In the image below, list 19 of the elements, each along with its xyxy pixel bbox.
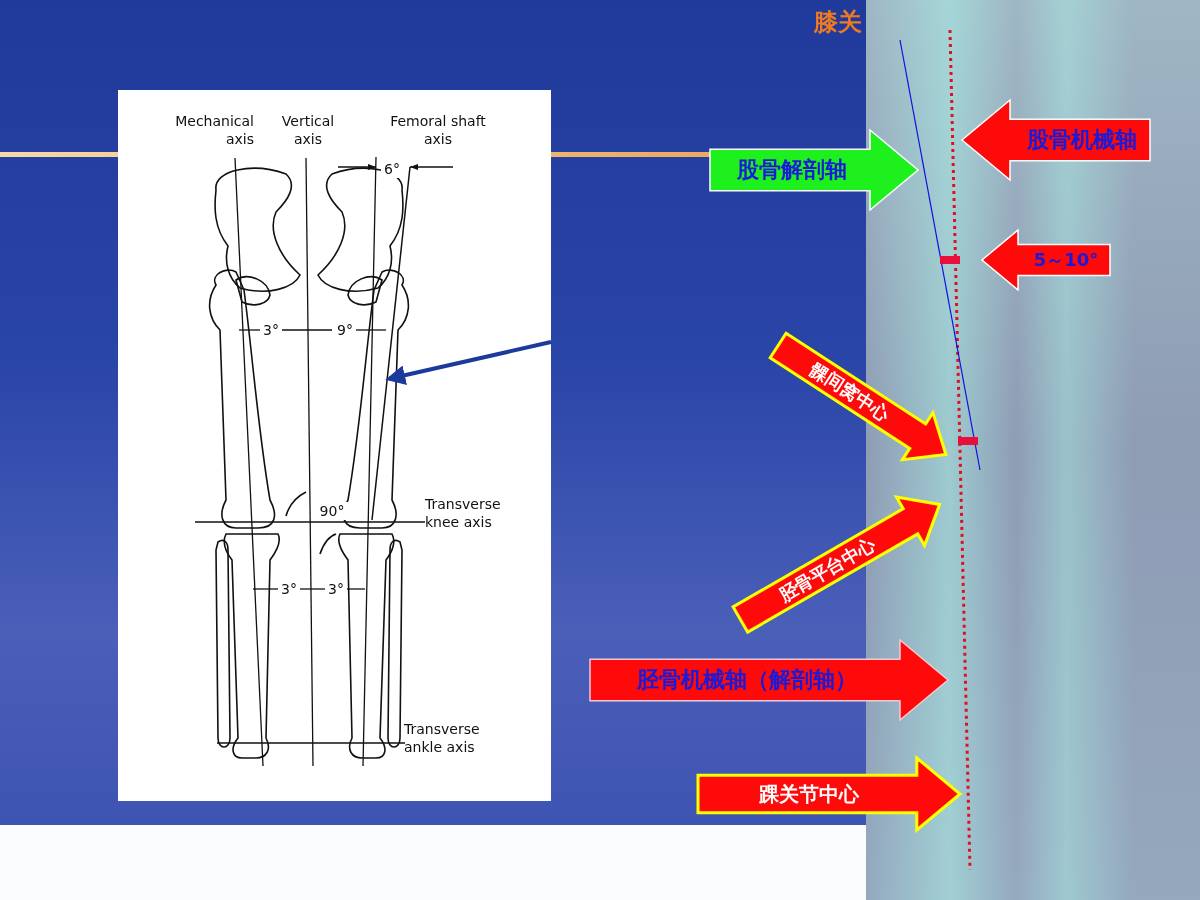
arrow-label: 踝关节中心 bbox=[758, 782, 861, 806]
axis-label: Mechanical axis bbox=[174, 112, 254, 148]
callout-banner bbox=[590, 640, 948, 720]
arrow-label: 髁间窝中心 bbox=[805, 357, 895, 427]
arrow-label: 5～10° bbox=[1032, 249, 1100, 271]
axis-label: Femoral shaft axis bbox=[389, 112, 487, 148]
arrow-label: 胫骨机械轴（解剖轴） bbox=[636, 666, 858, 694]
axis-label: Transverse knee axis bbox=[425, 495, 502, 531]
skeleton-figure-panel bbox=[118, 90, 551, 801]
axis-label: Transverse ankle axis bbox=[404, 720, 481, 756]
arrow-label: 股骨机械轴 bbox=[1026, 126, 1138, 154]
arrow-label: 胫骨平台中心 bbox=[774, 532, 881, 608]
callout-banner bbox=[962, 100, 1150, 180]
callout-banner bbox=[710, 130, 918, 210]
pointer-arrow bbox=[385, 340, 552, 385]
slide-title: 膝关 bbox=[814, 7, 862, 38]
callout-banner bbox=[982, 230, 1110, 290]
arrow-label: 股骨解剖轴 bbox=[736, 156, 848, 184]
axis-label: Vertical axis bbox=[280, 112, 336, 148]
